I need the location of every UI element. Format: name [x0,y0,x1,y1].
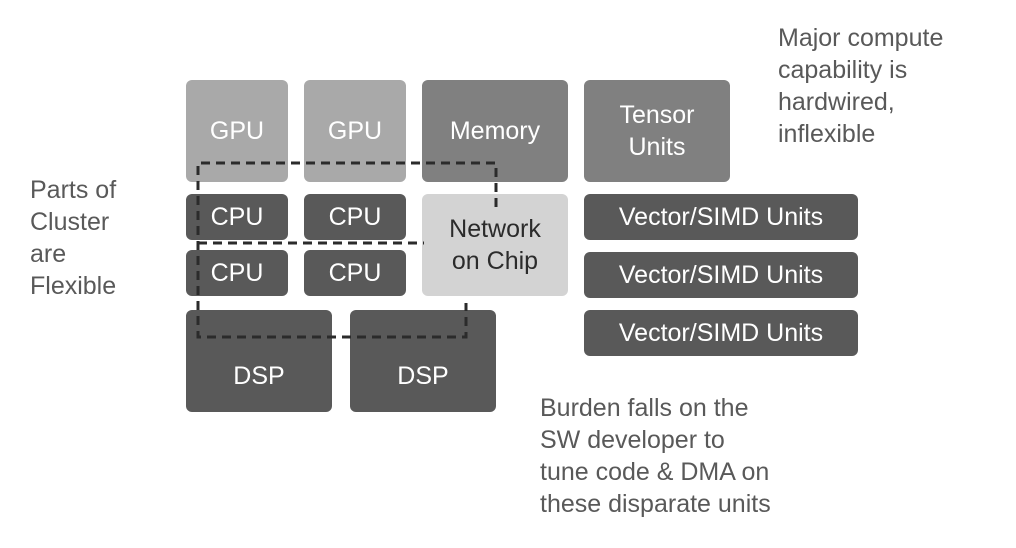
gpu-label: GPU [209,116,265,145]
dsp-block-1: DSP [186,310,332,412]
memory-label: Memory [449,116,541,145]
gpu-block-2: GPU [304,80,406,182]
dsp-label: DSP [233,361,285,390]
network-on-chip-block: Network on Chip [422,194,568,296]
tensor-units-label: Tensor Units [619,100,695,162]
dsp-label: DSP [397,361,449,390]
hardwired-note: Major compute capability is hardwired, i… [778,24,944,148]
burden-note: Burden falls on the SW developer to tune… [540,394,771,518]
cpu-block-2: CPU [304,194,406,240]
cpu-label: CPU [210,202,264,231]
gpu-block-1: GPU [186,80,288,182]
vector-simd-block-2: Vector/SIMD Units [584,252,858,298]
cpu-label: CPU [210,258,264,287]
flexible-note: Parts of Cluster are Flexible [30,176,117,300]
gpu-label: GPU [327,116,383,145]
cpu-block-1: CPU [186,194,288,240]
memory-block: Memory [422,80,568,182]
network-on-chip-label: Network on Chip [449,214,541,276]
dsp-block-2: DSP [350,310,496,412]
cpu-block-4: CPU [304,250,406,296]
vector-simd-block-1: Vector/SIMD Units [584,194,858,240]
tensor-units-block: Tensor Units [584,80,730,182]
cpu-label: CPU [328,258,382,287]
vector-simd-label: Vector/SIMD Units [618,260,824,289]
vector-simd-label: Vector/SIMD Units [618,202,824,231]
cpu-label: CPU [328,202,382,231]
cpu-block-3: CPU [186,250,288,296]
vector-simd-block-3: Vector/SIMD Units [584,310,858,356]
vector-simd-label: Vector/SIMD Units [618,318,824,347]
